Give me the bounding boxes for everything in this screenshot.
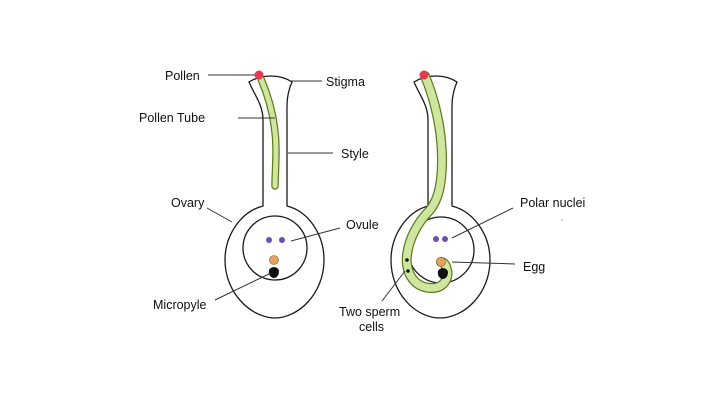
right-leader-lines [381, 207, 516, 302]
stray-dot [561, 219, 563, 221]
polar-nucleus [279, 237, 285, 243]
egg-cell [436, 257, 446, 267]
label-ovary: Ovary [171, 196, 205, 210]
leader-two-sperm-cells [381, 270, 406, 302]
label-ovule: Ovule [346, 218, 379, 232]
left-pistil [224, 70, 325, 319]
label-two-sperm-cells-line1: Two sperm [339, 305, 400, 319]
leader-ovule [290, 227, 341, 242]
polar-nucleus [442, 236, 448, 242]
label-stigma: Stigma [326, 75, 365, 89]
label-pollen: Pollen [165, 69, 200, 83]
ovule-outline [242, 215, 308, 281]
pollen-tube-fill [258, 76, 279, 189]
leader-egg [451, 261, 516, 265]
label-polar-nuclei: Polar nuclei [520, 196, 585, 210]
right-pistil [390, 70, 491, 319]
left-leader-lines [206, 74, 341, 301]
micropyle-mark [437, 268, 448, 279]
micropyle-mark [268, 267, 279, 278]
leader-micropyle [214, 272, 272, 301]
label-egg: Egg [523, 260, 545, 274]
egg-cell [269, 255, 279, 265]
label-pollen-tube: Pollen Tube [139, 111, 205, 125]
pollen-grain [419, 70, 429, 80]
leader-ovary [206, 207, 233, 223]
sperm-cell [406, 269, 410, 273]
label-two-sperm-cells-line2: cells [359, 320, 384, 334]
leader-polar-nuclei [451, 207, 514, 239]
label-micropyle: Micropyle [153, 298, 207, 312]
polar-nucleus [433, 236, 439, 242]
polar-nucleus [266, 237, 272, 243]
pollen-grain [254, 70, 264, 80]
label-style: Style [341, 147, 369, 161]
sperm-cell [405, 258, 409, 262]
